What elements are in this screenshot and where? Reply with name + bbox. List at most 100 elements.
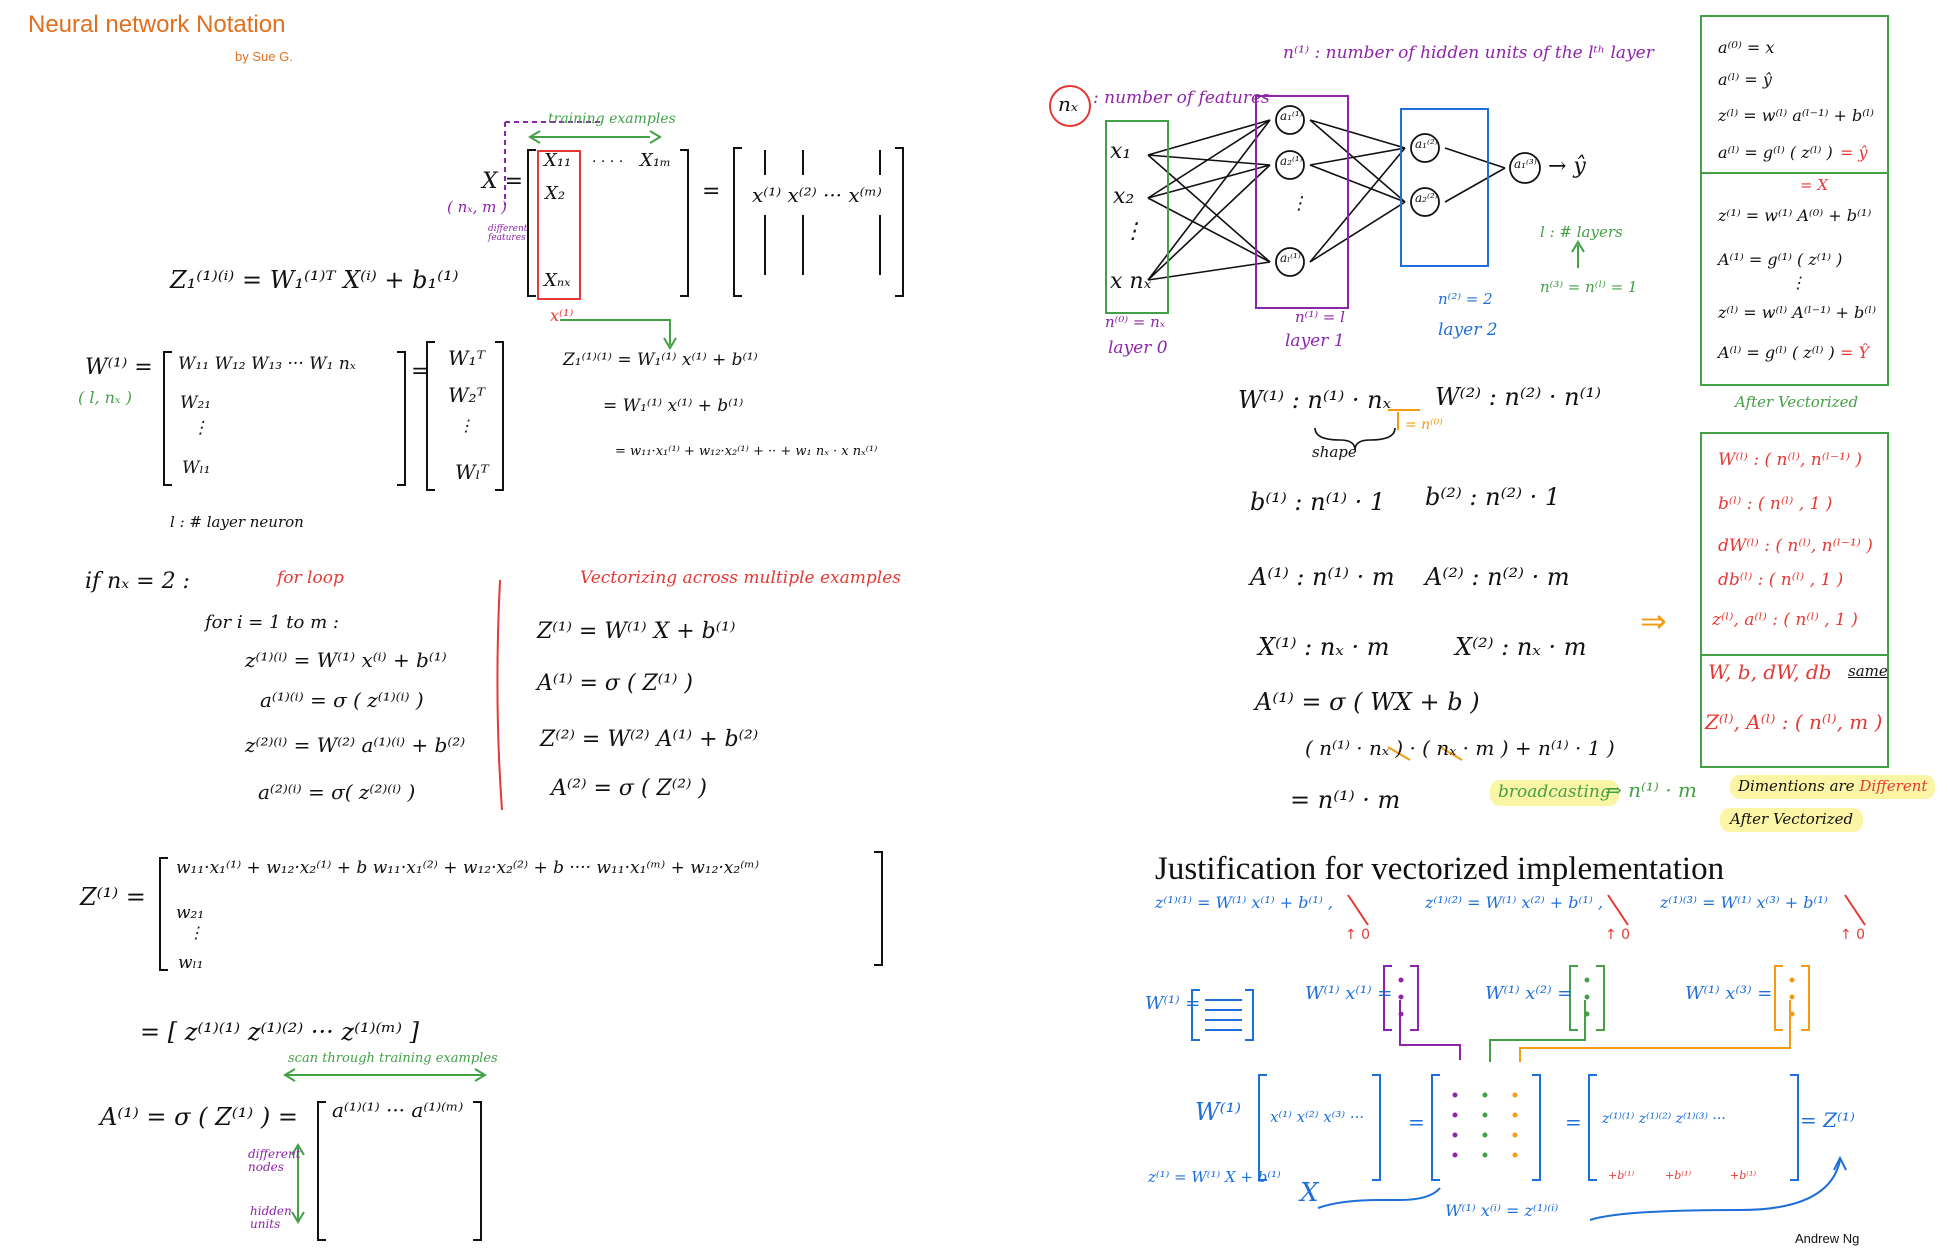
w1-shape: W⁽¹⁾ : n⁽¹⁾ · nₓ	[1238, 386, 1392, 414]
x-columns: x⁽¹⁾ x⁽²⁾ ··· x⁽ᵐ⁾	[752, 183, 882, 207]
different-features-note: different features	[488, 224, 528, 244]
w-transpose-2: W₂ᵀ	[448, 383, 485, 407]
neuron-a22: a₂⁽²⁾	[1415, 191, 1438, 205]
x1-column-highlight	[537, 150, 581, 300]
just-wx2: W⁽¹⁾ x⁽²⁾ =	[1485, 983, 1573, 1004]
x2-cell: X₂	[545, 183, 566, 204]
vec-line-1: Z⁽¹⁾ = W⁽¹⁾ X + b⁽¹⁾	[537, 619, 736, 644]
just-wx1: W⁽¹⁾ x⁽¹⁾ =	[1305, 983, 1393, 1004]
zero-3: ↑ 0	[1840, 927, 1866, 943]
w-eq-sign: =	[411, 359, 430, 384]
panel1-yhat: = ŷ	[1840, 143, 1868, 162]
hidden-units-def: n⁽¹⁾ : number of hidden units of the lᵗʰ…	[1283, 43, 1654, 63]
plus-b-1: +b⁽¹⁾	[1608, 1169, 1635, 1182]
for-header: for i = 1 to m :	[205, 612, 339, 633]
result-nm: = n⁽¹⁾ · m	[1290, 786, 1401, 814]
just-Z-result: = Z⁽¹⁾	[1800, 1108, 1855, 1132]
z-expand-1: Z₁⁽¹⁾⁽¹⁾ = W₁⁽¹⁾ x⁽¹⁾ + b⁽¹⁾	[563, 350, 758, 370]
x2-shape: X⁽²⁾ : nₓ · m	[1455, 633, 1587, 661]
input-dots: ⋮	[1122, 219, 1144, 244]
panel2-line-2: A⁽¹⁾ = g⁽¹⁾ ( z⁽¹⁾ )	[1718, 250, 1843, 269]
za-shape: Z⁽ˡ⁾, A⁽ˡ⁾ : ( n⁽ˡ⁾, m )	[1705, 710, 1883, 734]
panel1-line-2: a⁽ˡ⁾ = ŷ	[1718, 70, 1772, 89]
double-arrow-icon: ⇒	[1640, 602, 1667, 640]
hidden-units-note: hidden units	[250, 1204, 292, 1231]
broadcast-result: ⇒ n⁽¹⁾ · m	[1605, 778, 1697, 802]
if-nx-label: if nₓ = 2 :	[85, 569, 190, 594]
layer-0-box	[1105, 120, 1169, 314]
just-z1: z⁽¹⁾⁽¹⁾ = W⁽¹⁾ x⁽¹⁾ + b⁽¹⁾ ,	[1155, 893, 1333, 912]
a1-shape: A⁽¹⁾ : n⁽¹⁾ · m	[1250, 563, 1395, 591]
w-transpose-l: Wₗᵀ	[455, 460, 489, 484]
panel2-Yhat: = Ŷ	[1840, 343, 1870, 362]
num-features-label: : number of features	[1093, 88, 1270, 108]
vec-line-4: A⁽²⁾ = σ ( Z⁽²⁾ )	[551, 776, 708, 801]
dimensions-different-note: Dimentions are Different	[1730, 775, 1936, 799]
z-row-1: w₁₁·x₁⁽¹⁾ + w₁₂·x₂⁽¹⁾ + b w₁₁·x₁⁽²⁾ + w₁…	[176, 858, 759, 878]
a2-shape: A⁽²⁾ : n⁽²⁾ · m	[1425, 563, 1570, 591]
w-matrix-label: W⁽¹⁾ =	[85, 355, 153, 380]
just-z2: z⁽¹⁾⁽²⁾ = W⁽¹⁾ x⁽²⁾ + b⁽¹⁾ ,	[1425, 893, 1603, 912]
x-matrix-label: X =	[482, 169, 524, 194]
just-z3: z⁽¹⁾⁽³⁾ = W⁽¹⁾ x⁽³⁾ + b⁽¹⁾	[1660, 893, 1828, 912]
w2-shape: W⁽²⁾ : n⁽²⁾ · n⁽¹⁾	[1435, 383, 1602, 411]
shape-b: b⁽ˡ⁾ : ( n⁽ˡ⁾ , 1 )	[1718, 494, 1833, 514]
x-row-dots: · · · ·	[592, 154, 624, 170]
z-big-label: Z⁽¹⁾ =	[80, 883, 146, 911]
output-yhat: → ŷ	[1548, 154, 1586, 179]
different-text: Different	[1859, 777, 1928, 795]
layer-1-box	[1255, 95, 1349, 309]
scan-label: scan through training examples	[288, 1051, 498, 1066]
different-nodes-note: different nodes	[248, 1147, 301, 1174]
layer-2-label: layer 2	[1438, 320, 1498, 340]
just-wx3: W⁽¹⁾ x⁽³⁾ =	[1685, 983, 1773, 1004]
shape-dw: dW⁽ˡ⁾ : ( n⁽ˡ⁾, n⁽ˡ⁻¹⁾ )	[1718, 536, 1873, 556]
just-zcols: z⁽¹⁾⁽¹⁾ z⁽¹⁾⁽²⁾ z⁽¹⁾⁽³⁾ ···	[1602, 1111, 1726, 1127]
training-examples-label: training examples	[548, 111, 676, 127]
a-sigma-formula: A⁽¹⁾ = σ ( WX + b )	[1255, 688, 1480, 716]
formula-panel-2	[1700, 172, 1889, 386]
just-w-big: W⁽¹⁾	[1195, 1098, 1242, 1126]
x-eq-sign: =	[702, 179, 721, 204]
panel2-line-1: z⁽¹⁾ = w⁽¹⁾ A⁽⁰⁾ + b⁽¹⁾	[1718, 206, 1872, 225]
for-loop-label: for loop	[277, 568, 344, 588]
zero-2: ↑ 0	[1605, 927, 1631, 943]
x1-shape: X⁽¹⁾ : nₓ · m	[1258, 633, 1390, 661]
loop-line-2: a⁽¹⁾⁽ⁱ⁾ = σ ( z⁽¹⁾⁽ⁱ⁾ )	[260, 688, 424, 712]
z-expand-2: = W₁⁽¹⁾ x⁽¹⁾ + b⁽¹⁾	[603, 396, 744, 416]
page-title: Neural network Notation	[28, 11, 286, 38]
neuron-al1: aₗ⁽¹⁾	[1280, 251, 1301, 265]
num-layers-label: l : # layers	[1540, 223, 1623, 241]
just-X-bottom: X	[1300, 1178, 1319, 1208]
w-transpose-1: W₁ᵀ	[448, 346, 485, 370]
vec-line-2: A⁽¹⁾ = σ ( Z⁽¹⁾ )	[537, 671, 694, 696]
b1-shape: b⁽¹⁾ : n⁽¹⁾ · 1	[1250, 488, 1386, 516]
nx-circled: nₓ	[1058, 92, 1078, 116]
x-shape-label: ( nₓ, m )	[447, 198, 507, 216]
panel1-line-3: z⁽ˡ⁾ = w⁽ˡ⁾ a⁽ˡ⁻¹⁾ + b⁽ˡ⁾	[1718, 106, 1874, 125]
same-vars: W, b, dW, db	[1708, 660, 1832, 684]
w-row-l: Wₗ₁	[182, 458, 211, 478]
z-row-l: wₗ₁	[178, 953, 204, 973]
credit: Andrew Ng	[1795, 1231, 1860, 1246]
just-wx-bottom: W⁽¹⁾ x⁽ⁱ⁾ = z⁽¹⁾⁽ⁱ⁾	[1445, 1201, 1559, 1220]
a-row: a⁽¹⁾⁽¹⁾ ··· a⁽¹⁾⁽ᵐ⁾	[332, 1098, 464, 1122]
shape-db: db⁽ˡ⁾ : ( n⁽ˡ⁾ , 1 )	[1718, 570, 1844, 590]
neuron-a11: a₁⁽¹⁾	[1280, 109, 1303, 123]
b2-shape: b⁽²⁾ : n⁽²⁾ · 1	[1425, 483, 1561, 511]
x1m-cell: X₁ₘ	[640, 150, 672, 171]
byline: by Sue G.	[235, 49, 293, 64]
n1-label: n⁽¹⁾ = l	[1295, 308, 1345, 326]
shape-w: W⁽ˡ⁾ : ( n⁽ˡ⁾, n⁽ˡ⁻¹⁾ )	[1718, 450, 1863, 470]
just-eq-1: =	[1408, 1110, 1425, 1134]
z-expand-3: = w₁₁·x₁⁽¹⁾ + w₁₂·x₂⁽¹⁾ + ·· + w₁ nₓ · x…	[615, 444, 878, 459]
layer-0-label: layer 0	[1108, 338, 1168, 358]
panel2-line-5: A⁽ˡ⁾ = g⁽ˡ⁾ ( z⁽ˡ⁾ )	[1718, 343, 1835, 362]
loop-line-3: z⁽²⁾⁽ⁱ⁾ = W⁽²⁾ a⁽¹⁾⁽ⁱ⁾ + b⁽²⁾	[245, 733, 466, 757]
n0-note: = n⁽⁰⁾	[1405, 417, 1443, 433]
panel1-line-1: a⁽⁰⁾ = x	[1718, 38, 1775, 57]
layer-2-box	[1400, 108, 1489, 267]
just-w-matrix: W⁽¹⁾ =	[1145, 993, 1201, 1014]
z-row-2: w₂₁	[176, 903, 205, 923]
just-eq-2: =	[1565, 1110, 1582, 1134]
